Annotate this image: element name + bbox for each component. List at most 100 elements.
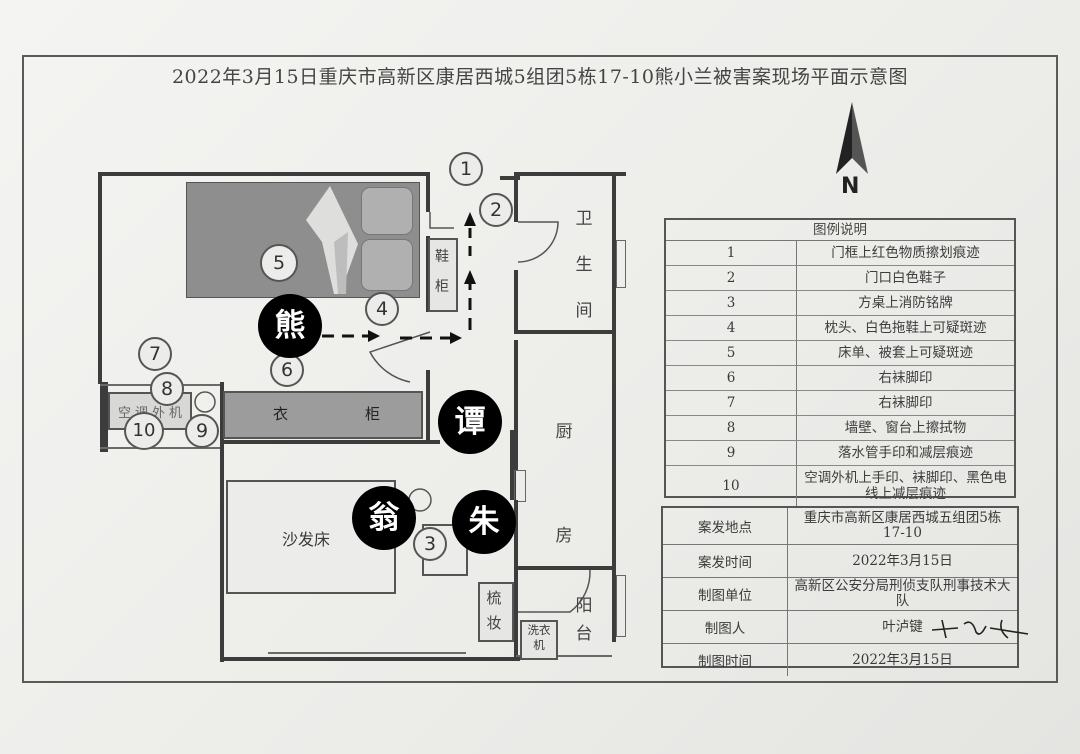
evidence-marker-5: 5 (260, 244, 298, 282)
person-marker-xiong: 熊 (258, 294, 322, 358)
legend-row: 6 右袜脚印 (666, 366, 1014, 391)
info-row: 案发时间 2022年3月15日 (663, 545, 1017, 578)
legend-desc: 门口白色鞋子 (865, 270, 946, 286)
legend-row: 4 枕头、白色拖鞋上可疑斑迹 (666, 316, 1014, 341)
bed (186, 182, 420, 298)
wall (500, 176, 520, 180)
window-line (516, 655, 612, 657)
window-line (616, 575, 626, 637)
bathroom-label: 卫生间 (575, 209, 593, 321)
legend-num: 1 (666, 241, 797, 265)
wall (514, 270, 518, 332)
evidence-marker-10: 10 (124, 412, 164, 450)
legend-desc: 方桌上消防铭牌 (858, 295, 953, 311)
evidence-marker-6: 6 (270, 353, 304, 387)
kitchen-label: 厨房 (555, 422, 573, 546)
wall (514, 172, 518, 222)
diagram-frame (22, 55, 1058, 683)
info-key: 制图单位 (663, 578, 788, 610)
legend-desc: 空调外机上手印、袜脚印、黑色电线上减层痕迹 (804, 470, 1007, 502)
legend-num: 6 (666, 366, 797, 390)
bed-cover (306, 186, 358, 294)
legend-desc: 墙壁、窗台上擦拭物 (844, 420, 967, 436)
handwritten-signature (931, 619, 1029, 639)
info-key: 案发地点 (663, 508, 788, 544)
north-arrow-icon (836, 102, 868, 174)
sliding-door (514, 470, 526, 502)
legend-desc: 枕头、白色拖鞋上可疑斑迹 (824, 320, 987, 336)
wall (612, 172, 616, 642)
legend-num: 9 (666, 441, 797, 465)
legend-num: 8 (666, 416, 797, 440)
wall (514, 500, 518, 658)
info-row: 案发地点重庆市高新区康居西城五组团5栋17-10 (663, 508, 1017, 545)
evidence-marker-4: 4 (365, 292, 399, 326)
legend-row: 9 落水管手印和减层痕迹 (666, 441, 1014, 466)
wardrobe-label-1: 衣 (273, 405, 289, 423)
info-value: 叶泸键 (882, 618, 923, 635)
shoe-cabinet-label: 鞋柜 (435, 249, 449, 295)
diagram-title: 2022年3月15日重庆市高新区康居西城5组团5栋17-10熊小兰被害案现场平面… (171, 66, 909, 88)
wall (510, 430, 516, 500)
dresser-label: 梳妆 (486, 589, 502, 632)
wall (514, 172, 626, 176)
info-key: 制图人 (663, 611, 788, 643)
info-value: 2022年3月15日 (852, 552, 953, 569)
window-line (268, 652, 466, 654)
legend-num: 5 (666, 341, 797, 365)
evidence-marker-8: 8 (150, 372, 184, 406)
info-key: 制图时间 (663, 644, 788, 676)
wardrobe-label-2: 柜 (365, 405, 381, 423)
pillow (361, 187, 413, 235)
wall (98, 172, 102, 384)
wardrobe: 衣 柜 (223, 391, 423, 439)
wall (514, 340, 518, 470)
evidence-marker-2: 2 (479, 193, 513, 227)
north-label: N (841, 174, 860, 199)
legend-desc: 右袜脚印 (878, 370, 933, 386)
info-key: 案发时间 (663, 545, 788, 577)
legend-row: 2 门口白色鞋子 (666, 266, 1014, 291)
shoe-cabinet: 鞋柜 (428, 238, 458, 312)
evidence-marker-7: 7 (138, 337, 172, 371)
legend-header: 图例说明 (666, 220, 1014, 241)
wall (514, 330, 614, 334)
evidence-marker-1: 1 (449, 152, 483, 186)
wall (100, 382, 108, 452)
info-value: 高新区公安分局刑侦支队刑事技术大队 (794, 578, 1011, 609)
info-row: 制图单位高新区公安分局刑侦支队刑事技术大队 (663, 578, 1017, 611)
info-value: 重庆市高新区康居西城五组团5栋17-10 (803, 510, 1002, 541)
legend-row: 8 墙壁、窗台上擦拭物 (666, 416, 1014, 441)
info-row: 制图人 叶泸键 (663, 611, 1017, 644)
legend-num: 7 (666, 391, 797, 415)
wall (220, 657, 520, 661)
washer-label: 洗衣机 (527, 623, 551, 652)
wall (514, 566, 614, 570)
legend-num: 4 (666, 316, 797, 340)
legend-desc: 门框上红色物质擦划痕迹 (831, 245, 980, 261)
person-marker-weng: 翁 (352, 486, 416, 550)
window-line (100, 447, 222, 449)
legend-desc: 床单、被套上可疑斑迹 (838, 345, 973, 361)
wall (98, 172, 428, 176)
legend-desc: 落水管手印和减层痕迹 (838, 445, 973, 461)
window-line (616, 240, 626, 288)
evidence-marker-3: 3 (413, 527, 447, 561)
balcony-label: 阳台 (575, 596, 593, 644)
washing-machine: 洗衣机 (520, 620, 558, 660)
legend-desc: 右袜脚印 (878, 395, 933, 411)
wall (426, 172, 430, 212)
sofa-bed-label: 沙发床 (282, 530, 331, 549)
legend-row: 5 床单、被套上可疑斑迹 (666, 341, 1014, 366)
person-marker-zhu: 朱 (452, 490, 516, 554)
wall (222, 440, 440, 444)
wall (426, 370, 430, 444)
legend-num: 2 (666, 266, 797, 290)
legend-row: 7 右袜脚印 (666, 391, 1014, 416)
